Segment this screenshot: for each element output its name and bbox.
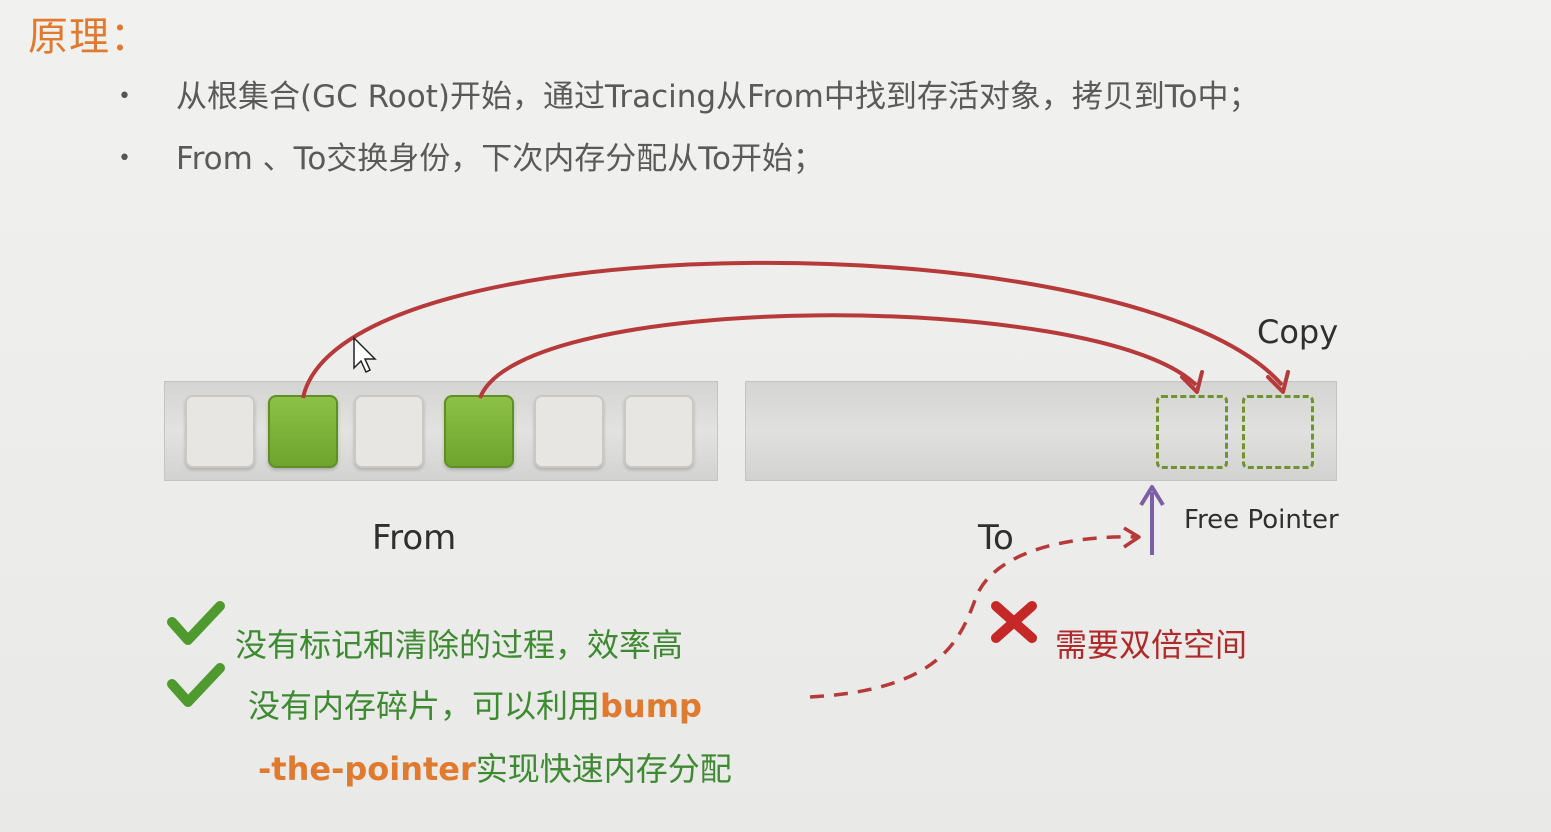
copy-label: Copy [1257,313,1339,351]
check-icon [167,601,225,645]
to-cell-copied [1156,395,1228,469]
bump-pointer-dashed-arrow [809,535,1139,699]
con-item: 需要双倍空间 [1055,626,1248,664]
copy-arrow-inner [478,313,1198,399]
pro-highlight: -the-pointer [258,750,476,788]
mouse-cursor-icon [353,336,377,374]
free-pointer-arrowhead [1139,485,1165,507]
bullet-text: 从根集合(GC Root)开始，通过Tracing从From中找到存活对象，拷贝… [176,79,1260,115]
from-cell-free [534,395,604,468]
cross-icon [991,601,1037,643]
pro-item: -the-pointer实现快速内存分配 [258,744,732,790]
to-cell-copied [1242,395,1314,469]
copy-arrowhead-outer [1266,370,1290,394]
bump-pointer-arrowhead [1123,526,1141,549]
copy-arrowhead-inner [1180,370,1204,394]
pro-item: 没有标记和清除的过程，效率高 [235,620,683,666]
page-title: 原理： [28,14,151,60]
bullet-dot: • [118,84,131,109]
check-icon [167,663,225,707]
to-label: To [978,518,1014,558]
from-cell-free [185,395,255,468]
bullet-text: From 、To交换身份，下次内存分配从To开始； [176,141,824,177]
pro-text: 没有内存碎片，可以利用 [248,687,601,725]
pro-text: 没有标记和清除的过程，效率高 [235,626,684,664]
pro-highlight: bump [600,687,702,725]
pro-item: 没有内存碎片，可以利用bump [248,681,702,727]
from-cell-free [624,395,694,468]
pro-text: 实现快速内存分配 [475,750,732,788]
from-cell-free [354,395,424,468]
from-cell-live [268,395,338,468]
bullet-dot: • [118,146,131,171]
from-label: From [372,518,457,558]
copy-arrow-outer [301,260,1284,399]
free-pointer-label: Free Pointer [1184,505,1339,535]
to-space [745,381,1337,481]
